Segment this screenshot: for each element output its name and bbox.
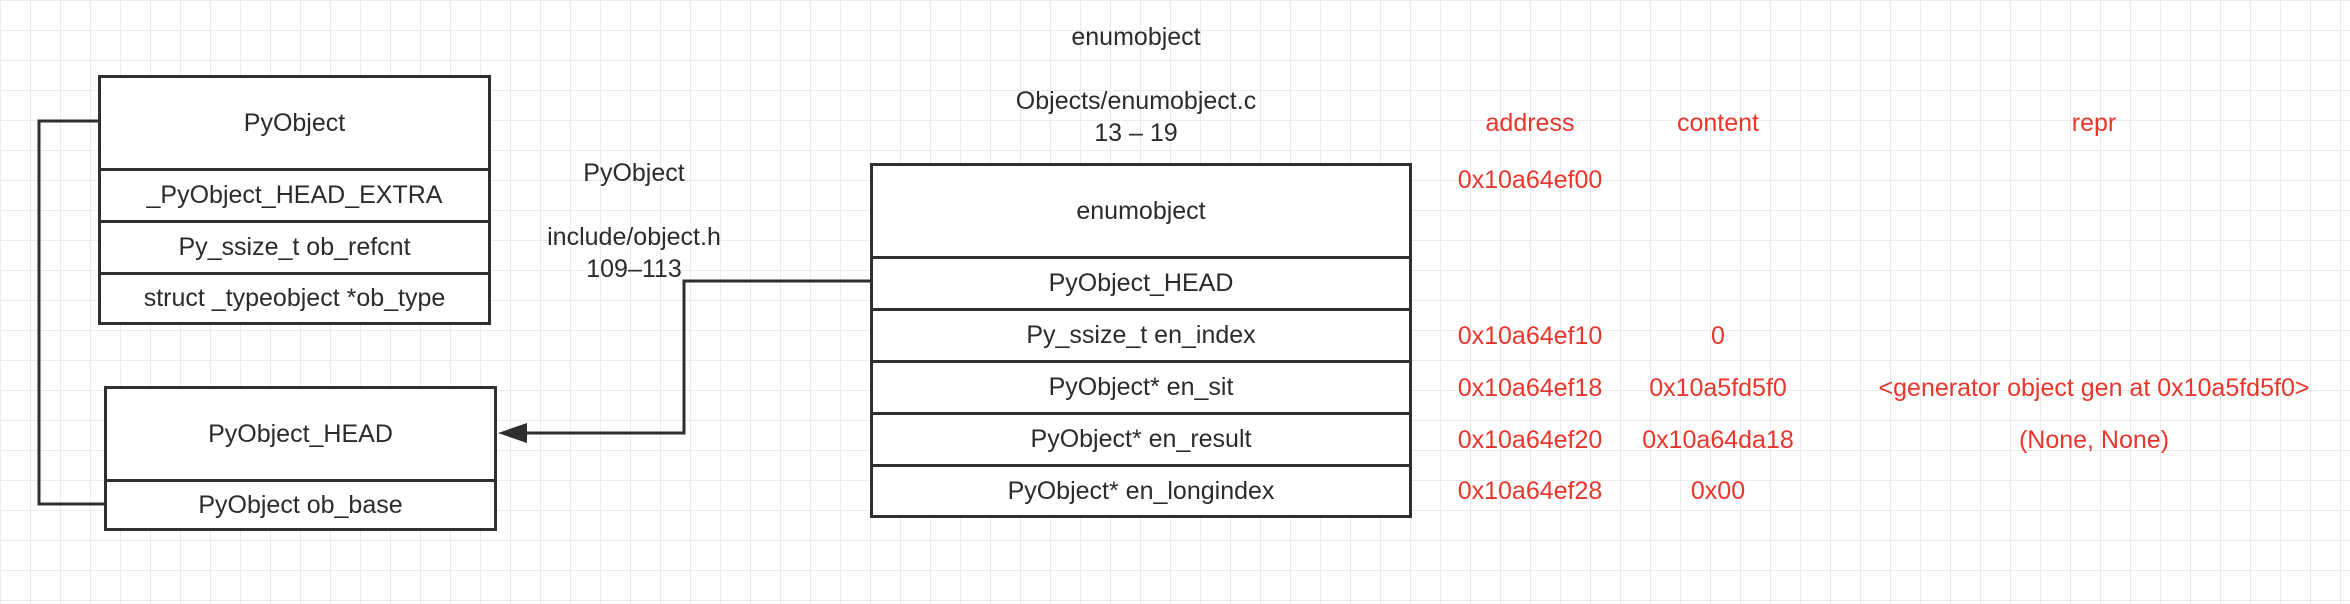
pyobject-field-head-extra: _PyObject_HEAD_EXTRA: [101, 168, 488, 220]
pyobject-struct-box: PyObject _PyObject_HEAD_EXTRA Py_ssize_t…: [98, 75, 491, 325]
ob-base-to-pyobject-arrow: [37, 119, 104, 506]
pyobject-note-file: include/object.h: [547, 223, 721, 251]
row-en-index-address: 0x10a64ef10: [1457, 322, 1603, 350]
pyobject-note-name: PyObject: [583, 159, 685, 187]
enumobject-field-head: PyObject_HEAD: [873, 256, 1409, 308]
header-repr: repr: [2071, 109, 2117, 137]
enumobject-field-en-result: PyObject* en_result: [873, 412, 1409, 464]
row-en-result-repr: (None, None): [2018, 426, 2170, 454]
pyobject-head-field-ob-base: PyObject ob_base: [107, 479, 494, 528]
head-arrowhead: [498, 423, 527, 443]
enumobject-struct-box: enumobject PyObject_HEAD Py_ssize_t en_i…: [870, 163, 1412, 518]
row-en-result-address: 0x10a64ef20: [1457, 426, 1603, 454]
row-en-longindex-address: 0x10a64ef28: [1457, 477, 1603, 505]
base-address: 0x10a64ef00: [1457, 166, 1603, 194]
enumobject-field-en-sit: PyObject* en_sit: [873, 360, 1409, 412]
enumobject-note-lines: 13 – 19: [1094, 119, 1178, 147]
enumobject-field-en-index: Py_ssize_t en_index: [873, 308, 1409, 360]
header-content: content: [1676, 109, 1759, 137]
pyobject-head-title: PyObject_HEAD: [107, 386, 494, 479]
pyobject-head-box: PyObject_HEAD PyObject ob_base: [104, 386, 497, 531]
row-en-sit-content: 0x10a5fd5f0: [1649, 374, 1787, 402]
row-en-index-content: 0: [1711, 322, 1725, 350]
pyobject-struct-title: PyObject: [101, 75, 488, 168]
pyobject-field-refcnt: Py_ssize_t ob_refcnt: [101, 220, 488, 272]
enumobject-note-name: enumobject: [1071, 23, 1201, 51]
head-to-pyobject-head-arrow: [522, 279, 872, 435]
pyobject-field-type: struct _typeobject *ob_type: [101, 272, 488, 322]
pyobject-note-lines: 109–113: [586, 255, 682, 283]
row-en-result-content: 0x10a64da18: [1642, 426, 1794, 454]
enumobject-struct-title: enumobject: [873, 163, 1409, 256]
row-en-sit-repr: <generator object gen at 0x10a5fd5f0>: [1878, 374, 2310, 402]
header-address: address: [1485, 109, 1575, 137]
row-en-sit-address: 0x10a64ef18: [1457, 374, 1603, 402]
enumobject-note-file: Objects/enumobject.c: [1015, 87, 1257, 115]
enumobject-field-en-longindex: PyObject* en_longindex: [873, 464, 1409, 515]
row-en-longindex-content: 0x00: [1690, 477, 1746, 505]
